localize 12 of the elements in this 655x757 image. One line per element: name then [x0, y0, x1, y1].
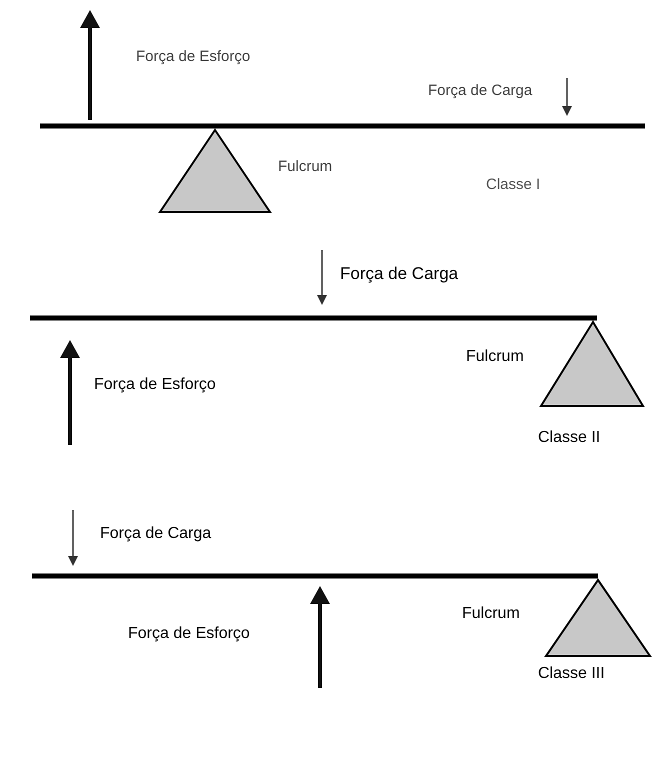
- fulcrum-label: Fulcrum: [466, 347, 524, 366]
- fulcrum-label: Fulcrum: [462, 604, 520, 624]
- class-label: Classe II: [538, 428, 600, 448]
- force-label: Força de Esforço: [136, 48, 250, 66]
- force-label: Força de Carga: [428, 82, 532, 100]
- class-label: Classe I: [486, 176, 540, 194]
- fulcrum-label: Fulcrum: [278, 158, 332, 176]
- class-label: Classe III: [538, 664, 605, 684]
- force-label: Força de Carga: [340, 264, 458, 284]
- force-label: Força de Esforço: [128, 624, 250, 644]
- force-label: Força de Esforço: [94, 375, 216, 394]
- force-label: Força de Carga: [100, 524, 212, 544]
